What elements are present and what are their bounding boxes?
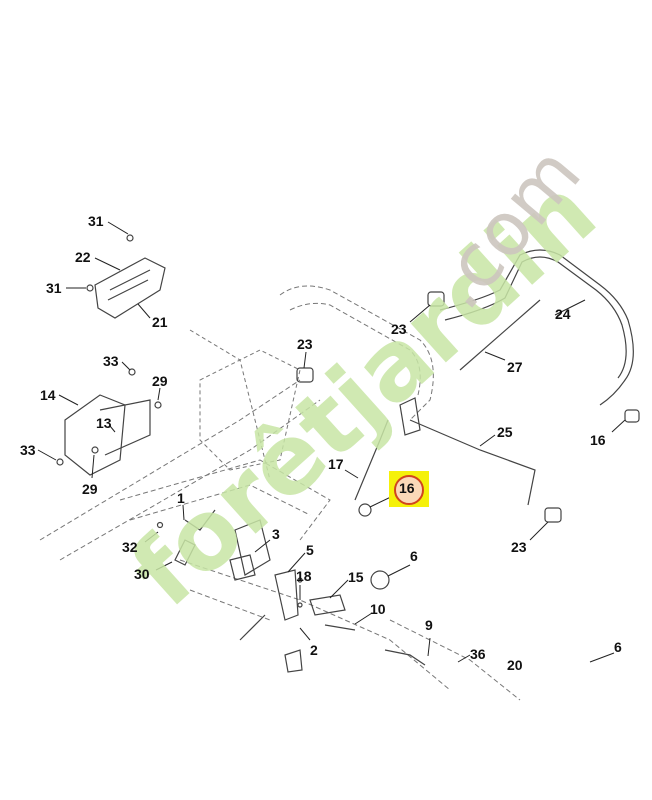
part-label[interactable]: 20 <box>507 657 523 673</box>
part-label[interactable]: 32 <box>122 539 138 555</box>
part-label[interactable]: 29 <box>152 373 168 389</box>
part-label[interactable]: 25 <box>497 424 513 440</box>
part-label[interactable]: 2 <box>310 642 318 658</box>
part-label[interactable]: 13 <box>96 415 112 431</box>
part-label[interactable]: 21 <box>152 314 168 330</box>
part-label[interactable]: 16 <box>590 432 606 448</box>
part-label[interactable]: 3 <box>272 526 280 542</box>
part-label[interactable]: 1 <box>177 490 185 506</box>
part-label[interactable]: 17 <box>328 456 344 472</box>
part-label[interactable]: 9 <box>425 617 433 633</box>
part-label[interactable]: 10 <box>370 601 386 617</box>
part-label[interactable]: 23 <box>391 321 407 337</box>
part-label[interactable]: 30 <box>134 566 150 582</box>
part-label[interactable]: 27 <box>507 359 523 375</box>
part-label[interactable]: 31 <box>46 280 62 296</box>
part-label[interactable]: 33 <box>103 353 119 369</box>
part-label[interactable]: 6 <box>614 639 622 655</box>
part-label[interactable]: 23 <box>297 336 313 352</box>
part-label[interactable]: 31 <box>88 213 104 229</box>
part-label[interactable]: 6 <box>410 548 418 564</box>
part-label[interactable]: 22 <box>75 249 91 265</box>
part-label[interactable]: 5 <box>306 542 314 558</box>
part-label-highlighted[interactable]: 16 <box>399 480 415 496</box>
part-label[interactable]: 15 <box>348 569 364 585</box>
part-label[interactable]: 24 <box>555 306 571 322</box>
part-label[interactable]: 18 <box>296 568 312 584</box>
part-label[interactable]: 33 <box>20 442 36 458</box>
part-label[interactable]: 23 <box>511 539 527 555</box>
part-label[interactable]: 14 <box>40 387 56 403</box>
highlight-circle <box>394 475 424 505</box>
part-label[interactable]: 29 <box>82 481 98 497</box>
part-label[interactable]: 36 <box>470 646 486 662</box>
